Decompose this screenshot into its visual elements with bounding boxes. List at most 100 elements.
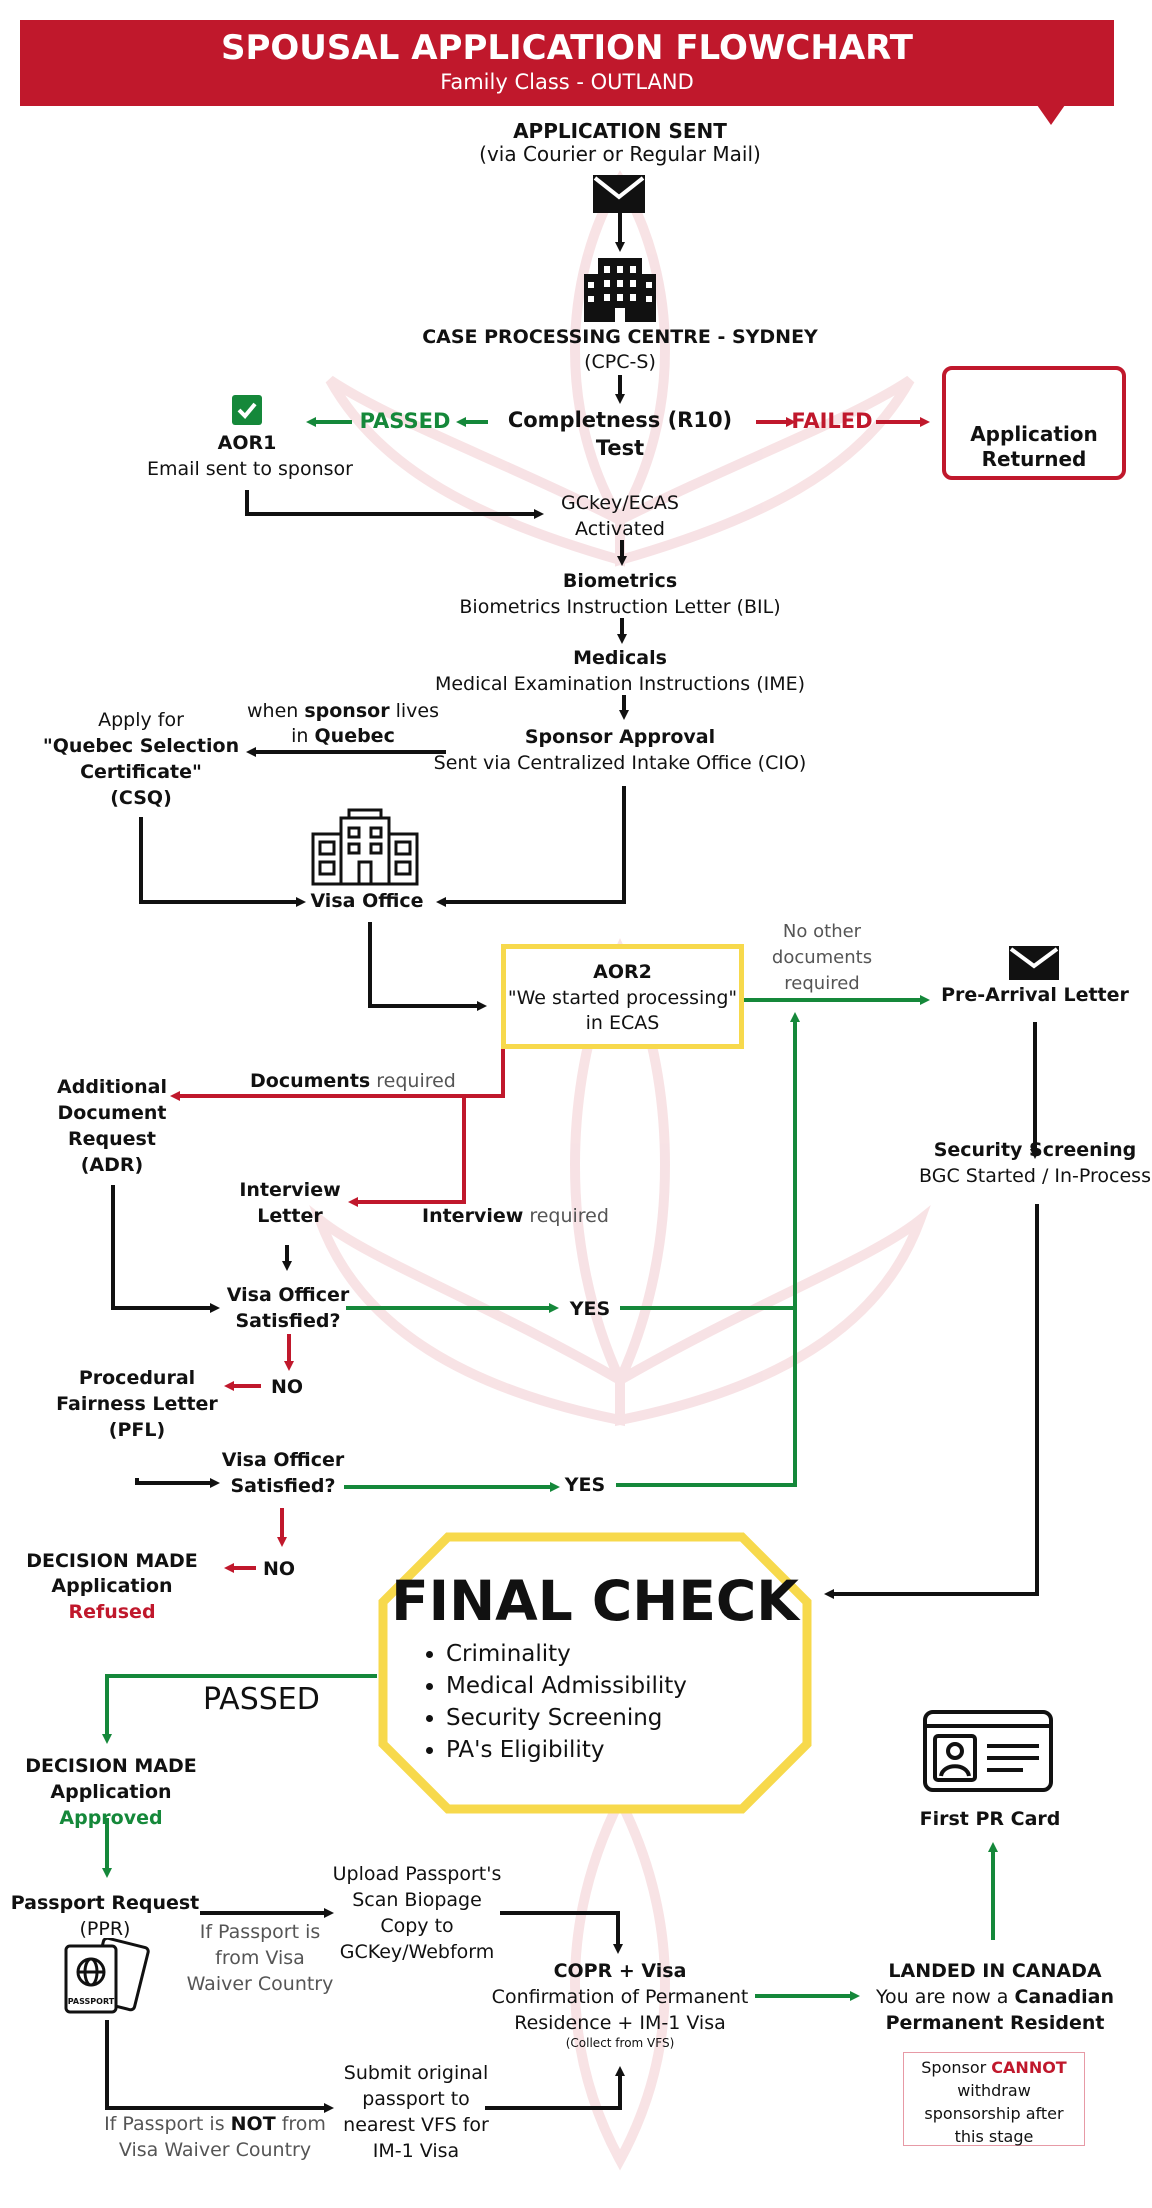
first-pr-card-label: First PR Card [919,1808,1061,1830]
sponsor-note-line4: this stage [954,2127,1034,2146]
visa-officer-satisfied-2-line2: Satisfied? [230,1475,336,1497]
no-label-1: NO [270,1376,304,1398]
yes-label-2: YES [564,1474,606,1496]
sponsor-note-line1: Sponsor CANNOT [921,2058,1067,2077]
returned-line1: Application [970,422,1098,446]
visa-waiver-line1: If Passport is [199,1921,321,1943]
copr-line1: Confirmation of Permanent [491,1986,749,2008]
landed-line1: You are now a Canadian [875,1986,1115,2008]
completeness-test: Completness (R10) Test [507,408,733,460]
csq-line1: Apply for [98,709,184,731]
security-screening-sub: BGC Started / In-Process [919,1165,1151,1187]
gckey-line2: Activated [575,518,665,540]
returned-line2: Returned [981,447,1087,471]
visa-officer-satisfied-1-line2: Satisfied? [235,1310,341,1332]
sponsor-note-box [903,2052,1085,2146]
passport-icon: PASSPORT [64,1938,150,2014]
pre-arrival-letter: Pre-Arrival Letter [941,984,1129,1006]
quebec-condition-line2: in Quebec [291,725,395,747]
visa-office-building-icon [311,808,419,886]
adr-line1: Additional [57,1076,167,1098]
interview-letter-line1: Interview [239,1179,341,1201]
landed-title: LANDED IN CANADA [888,1960,1102,1982]
submit-line2: passport to [362,2088,470,2110]
final-check-list: Criminality Medical Admissibility Securi… [400,1638,687,1766]
not-waiver-line1: If Passport is NOT from [104,2113,326,2135]
adr-line3: Request [68,1128,156,1150]
passed-big-label: PASSED [203,1682,320,1717]
failed-label: FAILED [791,409,873,433]
gckey-line1: GCkey/ECAS [561,492,679,514]
aor2-box: AOR2 "We started processing" in ECAS [501,944,744,1049]
yes-label-1: YES [569,1298,611,1320]
visa-office-label: Visa Office [310,890,424,912]
submit-line4: IM-1 Visa [372,2140,460,2162]
landed-line2: Permanent Resident [885,2012,1105,2034]
no-other-docs-line2: documents [771,947,873,968]
page-subtitle: Family Class - OUTLAND [440,70,694,94]
aor2-title: AOR2 [593,961,652,983]
no-label-2: NO [262,1558,296,1580]
office-building-icon [584,258,656,322]
final-check-item: Security Screening [446,1702,687,1734]
page-title: SPOUSAL APPLICATION FLOWCHART [220,28,913,68]
documents-required: Documents required [250,1070,456,1092]
aor2-line1: "We started processing" [507,987,738,1009]
envelope-icon [1009,946,1059,980]
passport-request-sub: (PPR) [79,1918,131,1940]
final-check-item: PA's Eligibility [446,1734,687,1766]
sponsor-note-line2: withdraw [957,2081,1031,2100]
copr-note: (Collect from VFS) [565,2036,675,2050]
decision-refused-line1: DECISION MADE [26,1550,198,1572]
visa-waiver-line3: Waiver Country [186,1973,334,1995]
final-check-item: Medical Admissibility [446,1670,687,1702]
banner-notch [1037,105,1065,125]
checkmark-icon [232,395,262,425]
no-other-docs-line1: No other [782,921,862,942]
no-other-docs-line3: required [784,973,860,994]
sponsor-approval-title: Sponsor Approval [524,726,716,748]
application-returned-box: Application Returned [942,366,1126,480]
passport-request-title: Passport Request [10,1892,200,1914]
adr-line4: (ADR) [80,1154,144,1176]
interview-letter-line2: Letter [257,1205,323,1227]
quebec-condition-line1: when sponsor lives [246,700,440,722]
csq-line3: Certificate" [80,761,202,783]
medicals-title: Medicals [573,647,667,669]
sponsor-approval-sub: Sent via Centralized Intake Office (CIO) [433,752,807,774]
application-sent-title: APPLICATION SENT [513,119,727,143]
visa-waiver-line2: from Visa [215,1947,305,1969]
submit-line1: Submit original [343,2062,489,2084]
decision-refused-line2: Application Refused [51,1575,173,1623]
not-waiver-line2: Visa Waiver Country [118,2139,312,2161]
submit-line3: nearest VFS for [343,2114,489,2136]
decision-approved-line1: DECISION MADE [25,1755,197,1777]
adr-line2: Document [57,1102,167,1124]
pfl-line3: (PFL) [108,1419,166,1441]
upload-line3: Copy to [380,1915,454,1937]
sponsor-note-line3: sponsorship after [924,2104,1064,2123]
aor1-sub: Email sent to sponsor [147,458,353,480]
biometrics-sub: Biometrics Instruction Letter (BIL) [459,596,781,618]
pfl-line1: Procedural [78,1367,196,1389]
decision-approved-line2: Application Approved [50,1781,172,1829]
aor1-title: AOR1 [217,432,277,454]
copr-title: COPR + Visa [553,1960,687,1982]
copr-line2: Residence + IM-1 Visa [514,2012,726,2034]
csq-line4: (CSQ) [110,787,172,809]
visa-officer-satisfied-2-line1: Visa Officer [221,1449,345,1471]
final-check-title: FINAL CHECK [391,1569,799,1633]
upload-line4: GCKey/Webform [339,1941,495,1963]
pfl-line2: Fairness Letter [56,1393,218,1415]
csq-line2: "Quebec Selection [42,735,240,757]
final-check-octagon [378,1532,812,1814]
aor2-line2: in ECAS [585,1012,660,1034]
security-screening-title: Security Screening [933,1139,1137,1161]
visa-officer-satisfied-1-line1: Visa Officer [226,1284,350,1306]
passed-label: PASSED [359,409,451,433]
upload-line2: Scan Biopage [352,1889,482,1911]
header-banner: SPOUSAL APPLICATION FLOWCHART Family Cla… [20,20,1114,106]
envelope-icon [593,175,645,213]
